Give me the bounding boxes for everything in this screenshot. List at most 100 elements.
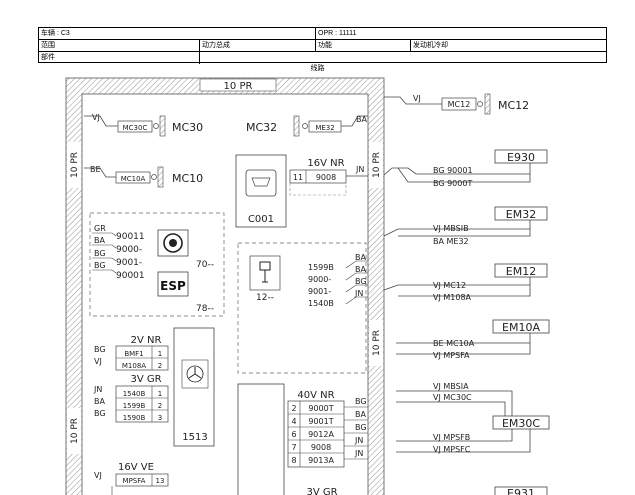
- splice-e931: E931: [494, 486, 548, 495]
- fan-c2-wire-1: JN: [93, 385, 102, 394]
- diagram-title: 线路: [310, 65, 325, 72]
- e930-line-2: BG 9000T: [433, 179, 472, 188]
- opr-cell: OPR : 11111: [318, 30, 357, 37]
- mc12-label: MC12: [498, 99, 529, 112]
- esp-wire-4: BG: [94, 261, 106, 270]
- c40-id-1: 9000T: [308, 404, 333, 413]
- mc30-pin-label: MC30C: [123, 124, 148, 132]
- c40-pin-2: 4: [291, 417, 296, 426]
- fan-module-number: 1513: [182, 432, 207, 443]
- part-label: 部件: [41, 54, 55, 61]
- e930-line-1: BG 90001: [433, 166, 473, 175]
- esp-wire-2: BA: [94, 236, 105, 245]
- abs-icon: [169, 239, 177, 247]
- em32-line-1: VJ MBSIB: [433, 224, 469, 233]
- g12-id-1: 1599B: [308, 263, 334, 272]
- mc10-label: MC10: [172, 172, 203, 185]
- left-band-lower-label: 10 PR: [70, 418, 80, 444]
- fan-c2-pin-1: 1: [158, 390, 162, 398]
- esp-wire-3: BG: [94, 249, 106, 258]
- c001-connector-type: 16V NR: [307, 158, 344, 169]
- vehicle-cell: 车辆 : C3: [41, 30, 70, 37]
- g12-wire-2: BA: [355, 265, 366, 274]
- main-housing: 10 PR 10 PR 10 PR 10 PR 10 PR: [65, 77, 385, 495]
- mc12-pin-label: MC12: [448, 100, 471, 109]
- top-band-label: 10 PR: [224, 81, 253, 92]
- fan-module: 2V NR BG VJ BMF1 M108A 1 2 3V GR JN BA B…: [93, 327, 215, 495]
- fan-c3-wire: VJ: [94, 471, 102, 480]
- mc12-ground: VJ MC12 MC12: [384, 93, 529, 115]
- esp-wire-1: GR: [94, 224, 106, 233]
- splice-em30c: EM30C VJ MBSIA VJ MC30C VJ MPSFB VJ MPSF…: [396, 382, 550, 454]
- sensor-icon: [259, 261, 271, 283]
- c40-id-3: 9012A: [308, 430, 334, 439]
- e930-label: E930: [507, 151, 535, 164]
- scope-value: 动力总成: [202, 42, 230, 49]
- fan-c2-id-1: 1540B: [123, 390, 146, 398]
- fan-c2-id-3: 1590B: [123, 414, 146, 422]
- esp-id-4: 90001: [116, 271, 145, 281]
- fan-c2-wire-2: BA: [94, 397, 105, 406]
- c40-wire-3: BG: [355, 423, 367, 432]
- function-label: 功能: [318, 42, 332, 49]
- g12-wire-4: JN: [354, 289, 363, 298]
- e931-label: E931: [507, 487, 535, 495]
- em30c-line-3: VJ MPSFB: [433, 433, 470, 442]
- fan-c2-wire-3: BG: [94, 409, 106, 418]
- c40-wire-1: BG: [355, 397, 367, 406]
- module-12: 12-- 1599B 9000- 9001- 1540B BA BA BG JN: [237, 242, 368, 374]
- fan-conn2: 3V GR: [130, 374, 161, 385]
- esp-id-3: 9001-: [116, 258, 142, 268]
- c001-label: C001: [248, 214, 274, 225]
- fan-c1-wire-1: BG: [94, 345, 106, 354]
- mc32-label: MC32: [246, 121, 277, 134]
- esp-label: ESP: [160, 279, 186, 293]
- c40-wire-4: JN: [354, 436, 363, 445]
- em32-line-2: BA ME32: [433, 237, 469, 246]
- mc32-wire-label: BA: [356, 115, 367, 124]
- fan-c2-pin-3: 3: [158, 414, 162, 422]
- c001-pin-number: 11: [293, 173, 303, 182]
- em30c-label: EM30C: [502, 417, 540, 430]
- fan-c1-pin-1: 1: [158, 350, 162, 358]
- c40-pin-5: 8: [291, 456, 296, 465]
- em12-line-1: VJ MC12: [433, 281, 466, 290]
- c001-pin-id: 9008: [316, 173, 336, 182]
- esp-module: GR BA BG BG 90011 9000- 9001- 90001 ESP …: [89, 212, 225, 317]
- esp-ref-1: 70--: [196, 260, 214, 270]
- c40-pin-3: 6: [291, 430, 296, 439]
- c40-id-5: 9013A: [308, 456, 334, 465]
- c40-connector: 40V NR 2 4 6 7 8 9000T 9001T 9012A 9008 …: [237, 383, 368, 495]
- em12-line-2: VJ M108A: [433, 293, 472, 302]
- esp-id-2: 9000-: [116, 245, 142, 255]
- header-table: 车辆 : C3 OPR : 11111 范围 动力总成 功能 发动机冷却 部件: [38, 27, 607, 64]
- splice-em32: EM32 VJ MBSIB BA ME32: [383, 206, 548, 246]
- fan-c2-id-2: 1599B: [123, 402, 146, 410]
- em10a-label: EM10A: [502, 321, 540, 334]
- fan-c1-id-1: BMF1: [124, 350, 143, 358]
- g12-id-4: 1540B: [308, 299, 334, 308]
- mc30-ground: VJ MC30C MC30: [84, 113, 203, 137]
- em10a-line-1: BE MC10A: [433, 339, 475, 348]
- g12-id-3: 9001-: [308, 287, 331, 296]
- fan-c3-pin: 13: [156, 477, 165, 485]
- em10a-line-2: VJ MPSFA: [433, 351, 470, 360]
- em30c-line-4: VJ MPSFC: [433, 445, 471, 454]
- mc10-pin-label: MC10A: [121, 175, 146, 183]
- fan-c3-id: MPSFA: [123, 477, 146, 485]
- c40-id-4: 9008: [311, 443, 331, 452]
- mc12-wire-label: VJ: [413, 94, 421, 103]
- mc32-pin-label: ME32: [315, 124, 334, 132]
- c001-connector: C001 16V NR 11 9008 JN: [235, 154, 368, 228]
- c40-wire-5: JN: [354, 449, 363, 458]
- c40-connector-type: 40V NR: [297, 390, 334, 401]
- right-band-lower-label: 10 PR: [372, 330, 382, 356]
- header-row-vehicle: 车辆 : C3 OPR : 11111: [39, 28, 606, 40]
- em30c-line-2: VJ MC30C: [433, 393, 472, 402]
- esp-id-1: 90011: [116, 232, 145, 242]
- g12-wire-3: BG: [355, 277, 367, 286]
- splice-em10a: EM10A BE MC10A VJ MPSFA: [396, 319, 550, 360]
- left-band-label: 10 PR: [70, 152, 80, 178]
- fan-conn1: 2V NR: [131, 335, 162, 346]
